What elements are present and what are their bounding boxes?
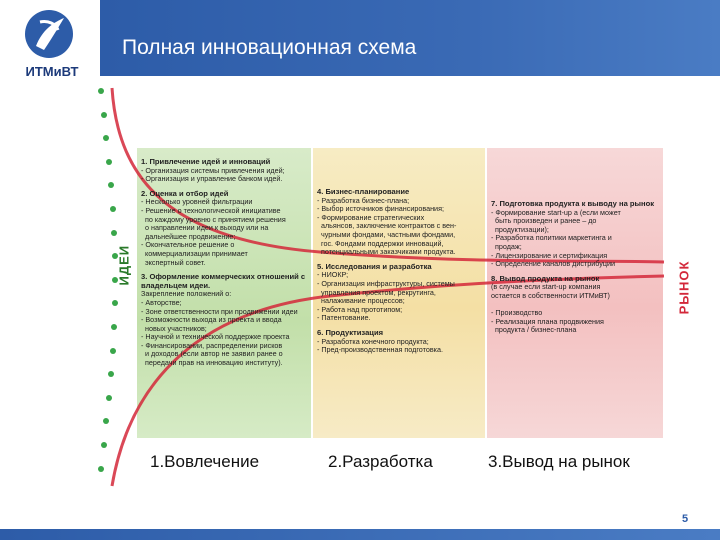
block-heading: 8. Вывод продукта на рынок bbox=[491, 273, 600, 283]
block-line: - Организация системы привлечения идей; bbox=[141, 165, 285, 175]
block-line: - Окончательное решение о bbox=[141, 240, 235, 250]
text-block: 5. Исследования и разработка- НИОКР;- Ор… bbox=[317, 261, 483, 323]
green-dot bbox=[109, 206, 116, 212]
block-line: - Разработка конечного продукта; bbox=[317, 336, 429, 346]
block-heading: 3. Оформление коммерческих отношений с в… bbox=[141, 272, 306, 290]
block-line: управления проектом, рекрутинга, bbox=[317, 287, 436, 297]
side-label-ideas: ИДЕИ bbox=[116, 244, 132, 286]
block-line: быть произведен и ранее – до bbox=[491, 216, 597, 226]
block-heading: 2. Оценка и отбор идей bbox=[141, 188, 229, 198]
green-dot bbox=[100, 111, 107, 118]
block-line: - Финансировании, распределении рисков bbox=[141, 340, 283, 350]
logo: ИТМиВТ bbox=[0, 0, 98, 90]
block-line: экспертный совет. bbox=[141, 257, 206, 267]
stage-label-1: 1.Вовлечение bbox=[150, 452, 260, 471]
green-dot bbox=[110, 324, 117, 330]
text-block: 6. Продуктизация- Разработка конечного п… bbox=[317, 327, 483, 355]
block-line: Закрепление положений о: bbox=[141, 289, 232, 299]
text-block: 2. Оценка и отбор идей- Несколько уровне… bbox=[141, 188, 309, 267]
text-block: 7. Подготовка продукта к выводу на рынок… bbox=[491, 199, 661, 269]
block-line: и доходов (если автор не заявил ранее о bbox=[141, 349, 283, 359]
text-block: 4. Бизнес-планирование- Разработка бизне… bbox=[317, 187, 483, 257]
green-dot bbox=[98, 88, 104, 94]
block-line: - НИОКР; bbox=[317, 270, 349, 280]
block-line: чурными фондами, частными фондами, bbox=[317, 229, 456, 239]
block-line: - Научной и технической поддержке проект… bbox=[141, 332, 290, 342]
green-dot bbox=[107, 182, 114, 189]
block-line: коммерциализации принимает bbox=[141, 248, 248, 258]
block-line: дальнейшее продвижение; bbox=[141, 231, 236, 241]
block-line: - Пред-производственная подготовка. bbox=[317, 345, 443, 355]
green-dot bbox=[110, 229, 117, 236]
block-line: - Лицензирование и сертификация bbox=[491, 250, 608, 260]
column-3-text: 7. Подготовка продукта к выводу на рынок… bbox=[491, 199, 661, 341]
green-dot bbox=[107, 371, 114, 378]
block-line: - Формирование start-up а (если может bbox=[491, 207, 621, 217]
column-1-text: 1. Привлечение идей и инноваций- Организ… bbox=[141, 157, 309, 374]
stage-label-3: 3.Вывод на рынок bbox=[488, 452, 630, 471]
footer-bar bbox=[0, 529, 720, 540]
block-line: налаживание процессов; bbox=[317, 296, 405, 306]
block-line: по каждому уровню с принятием решения bbox=[141, 214, 286, 224]
block-line: потенциальными заказчиками продукта. bbox=[317, 247, 456, 257]
block-line: - Формирование стратегических bbox=[317, 212, 425, 222]
column-2-text: 4. Бизнес-планирование- Разработка бизне… bbox=[317, 187, 483, 361]
block-line: - Авторстве; bbox=[141, 297, 182, 307]
text-block: 3. Оформление коммерческих отношений с в… bbox=[141, 272, 309, 368]
green-dot bbox=[100, 442, 107, 448]
green-dot bbox=[105, 394, 112, 401]
green-dot bbox=[103, 135, 110, 142]
green-dot bbox=[103, 418, 110, 425]
block-line: - Производство bbox=[491, 308, 543, 318]
side-label-market: РЫНОК bbox=[676, 260, 692, 315]
block-line: - Организация инфраструктуры, системы bbox=[317, 278, 455, 288]
block-line: - Организация и управление банком идей. bbox=[141, 174, 283, 184]
block-line: остается в собственности ИТМиВТ) bbox=[491, 290, 610, 300]
block-line: - Разработка политики маркетинга и bbox=[491, 233, 612, 243]
block-line: новых участников; bbox=[141, 323, 207, 333]
logo-emblem-icon bbox=[25, 10, 73, 58]
stage-label-2: 2.Разработка bbox=[328, 452, 433, 471]
block-line: - Патентование. bbox=[317, 313, 371, 323]
block-line: о направлении идеи к выходу или на bbox=[141, 223, 269, 233]
block-heading: 1. Привлечение идей и инноваций bbox=[141, 157, 271, 166]
block-line: - Реализация плана продвижения bbox=[491, 316, 604, 326]
green-dot bbox=[109, 347, 116, 354]
title-bar: Полная инновационная схема bbox=[100, 0, 720, 76]
block-heading: 6. Продуктизация bbox=[317, 327, 384, 337]
text-block: 1. Привлечение идей и инноваций- Организ… bbox=[141, 157, 309, 184]
block-line: - Работа над прототипом; bbox=[317, 304, 403, 314]
page-title: Полная инновационная схема bbox=[122, 36, 417, 59]
block-line: передачи прав на инновацию институту). bbox=[141, 358, 283, 368]
block-heading: 4. Бизнес-планирование bbox=[317, 187, 410, 196]
block-line: - Определение каналов дистрибуции bbox=[491, 259, 615, 269]
block-line: - Выбор источников финансирования; bbox=[317, 204, 444, 214]
block-line: продукта / бизнес-плана bbox=[491, 325, 577, 335]
block-line: гос. Фондами поддержки инноваций, bbox=[317, 238, 444, 248]
logo-text: ИТМиВТ bbox=[25, 64, 79, 79]
page-number: 5 bbox=[682, 513, 689, 525]
green-dot bbox=[111, 300, 118, 307]
block-line: - Несколько уровней фильтрации bbox=[141, 197, 253, 207]
block-line: (в случае если start-up компания bbox=[491, 282, 601, 292]
block-heading: 7. Подготовка продукта к выводу на рынок bbox=[491, 199, 655, 208]
text-block: 8. Вывод продукта на рынок(в случае если… bbox=[491, 273, 661, 335]
block-line: продуктизации); bbox=[491, 224, 549, 234]
green-dot bbox=[98, 465, 104, 472]
block-heading: 5. Исследования и разработка bbox=[317, 261, 432, 271]
block-line: - Возможности выхода из проекта и ввода bbox=[141, 315, 282, 325]
block-line: - Зоне ответственности при продвижении и… bbox=[141, 306, 298, 316]
green-dot bbox=[105, 158, 112, 165]
slide-header: ИТМиВТ Полная инновационная схема bbox=[0, 0, 720, 90]
block-line: - Решение о технологической инициативе bbox=[141, 205, 281, 215]
green-dot-column bbox=[96, 88, 126, 488]
block-line: альянсов, заключение контрактов с вен- bbox=[317, 221, 457, 231]
block-line: продаж; bbox=[491, 241, 522, 251]
block-line: - Разработка бизнес-плана; bbox=[317, 195, 410, 205]
